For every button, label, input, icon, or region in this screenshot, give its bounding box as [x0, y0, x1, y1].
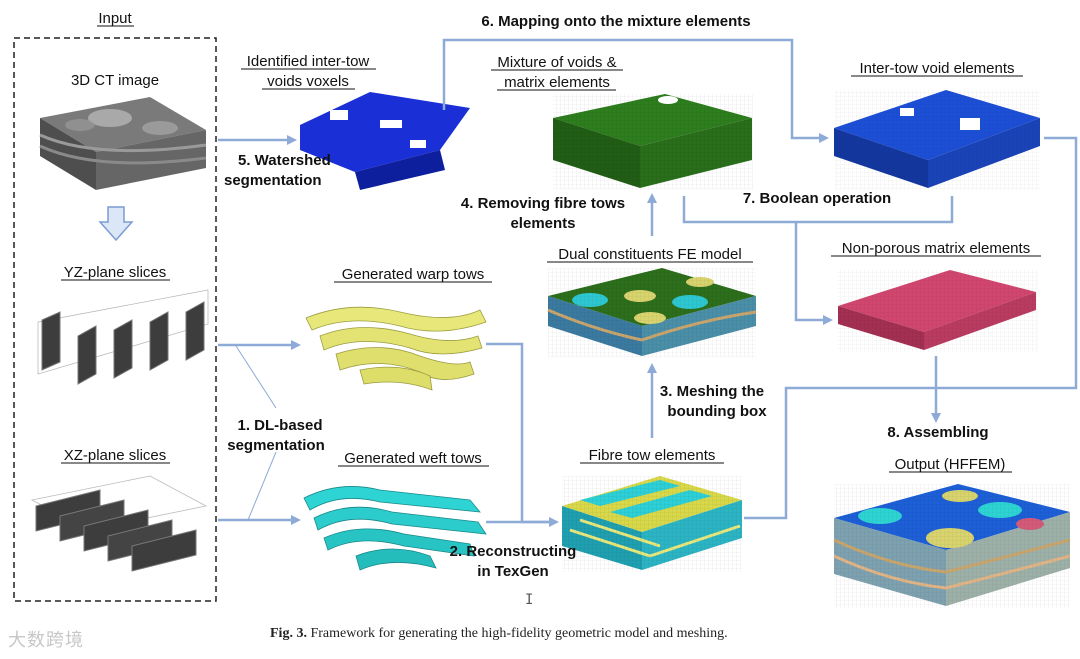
- step5-label-1: 5. Watershed: [238, 152, 331, 169]
- step1-label-1: 1. DL-based: [237, 417, 322, 434]
- fibre-tow-label: Fibre tow elements: [589, 447, 716, 464]
- mixture-image: [553, 94, 753, 190]
- ct-image-label: 3D CT image: [71, 72, 159, 89]
- intertow-void-label: Inter-tow void elements: [859, 60, 1014, 77]
- connector-arrows: [218, 38, 1078, 527]
- step8-label: 8. Assembling: [887, 424, 988, 441]
- yz-slices: [37, 289, 209, 385]
- step2-label-2: in TexGen: [477, 563, 548, 580]
- yz-label: YZ-plane slices: [64, 264, 167, 281]
- input-box: [13, 37, 217, 602]
- fibre-tow-image: [562, 476, 742, 572]
- xz-slices: [30, 475, 208, 572]
- dual-fe-label: Dual constituents FE model: [558, 246, 741, 263]
- xz-label: XZ-plane slices: [64, 447, 167, 464]
- ct-image: [39, 97, 207, 190]
- weft-label: Generated weft tows: [344, 450, 482, 467]
- step6-label: 6. Mapping onto the mixture elements: [481, 13, 750, 30]
- down-arrow-icon: [98, 206, 134, 242]
- text-cursor-icon: I: [525, 592, 534, 608]
- voids-voxels-image: [300, 92, 470, 190]
- output-label: Output (HFFEM): [895, 456, 1006, 473]
- voids-voxels-label-2: voids voxels: [267, 73, 349, 90]
- warp-label: Generated warp tows: [342, 266, 485, 283]
- step7-label: 7. Boolean operation: [743, 190, 891, 207]
- weft-tows-image: [303, 486, 487, 571]
- caption-fig-number: Fig. 3.: [270, 626, 307, 641]
- step4-label-2: elements: [510, 215, 575, 232]
- output-image: [833, 484, 1071, 608]
- step3-label-1: 3. Meshing the: [660, 383, 764, 400]
- watermark: 大数跨境: [8, 626, 84, 652]
- nonporous-image: [838, 270, 1038, 352]
- intertow-void-image: [834, 90, 1040, 190]
- input-title: Input: [98, 10, 132, 27]
- warp-tows-image: [305, 306, 487, 391]
- step3-label-2: bounding box: [667, 403, 767, 420]
- step4-label-1: 4. Removing fibre tows: [461, 195, 625, 212]
- figure-caption: Fig. 3. Framework for generating the hig…: [270, 626, 970, 642]
- mixture-label-2: matrix elements: [504, 74, 610, 91]
- step5-label-2: segmentation: [224, 172, 322, 189]
- watermark-text: 大数跨境: [8, 630, 84, 651]
- dual-fe-image: [547, 268, 757, 358]
- step1-label-2: segmentation: [227, 437, 325, 454]
- voids-voxels-label-1: Identified inter-tow: [247, 53, 370, 70]
- nonporous-label: Non-porous matrix elements: [842, 240, 1030, 257]
- mixture-label-1: Mixture of voids &: [497, 54, 616, 71]
- step2-label-1: 2. Reconstructing: [450, 543, 577, 560]
- caption-text: Framework for generating the high-fideli…: [310, 626, 728, 641]
